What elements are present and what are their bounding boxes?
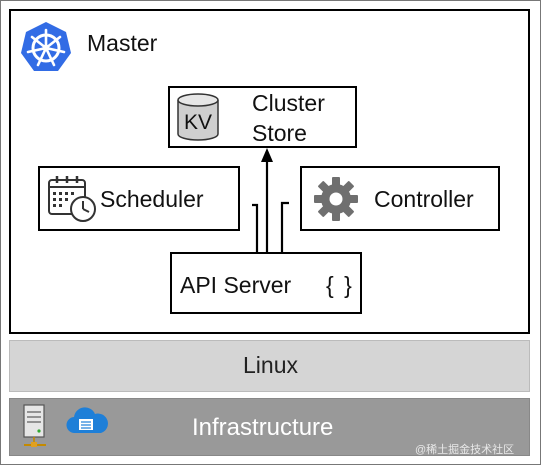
api-to-scheduler-connector xyxy=(252,203,259,252)
kubernetes-helm-icon xyxy=(21,22,71,71)
cluster-store-label-line1: Cluster xyxy=(252,90,325,116)
gear-icon xyxy=(314,177,358,221)
scheduler-label: Scheduler xyxy=(100,186,204,212)
infrastructure-label: Infrastructure xyxy=(192,414,334,441)
master-label: Master xyxy=(87,30,158,56)
api-server-label: API Server xyxy=(180,272,292,298)
database-icon: KV xyxy=(177,93,219,141)
cloud-icon xyxy=(66,407,108,434)
cluster-store-label-line2: Store xyxy=(252,120,307,146)
linux-layer xyxy=(9,340,530,392)
scheduler-box xyxy=(38,166,240,231)
kv-abbrev: KV xyxy=(184,111,212,134)
api-server-box xyxy=(170,252,362,314)
braces-icon: { } xyxy=(326,272,354,298)
api-to-controller-connector xyxy=(280,201,289,252)
controller-label: Controller xyxy=(374,186,474,212)
calendar-clock-icon xyxy=(48,176,96,222)
watermark: @稀土掘金技术社区 xyxy=(415,444,515,456)
linux-label: Linux xyxy=(243,352,298,378)
server-icon xyxy=(23,404,46,447)
arrowhead xyxy=(261,148,273,162)
